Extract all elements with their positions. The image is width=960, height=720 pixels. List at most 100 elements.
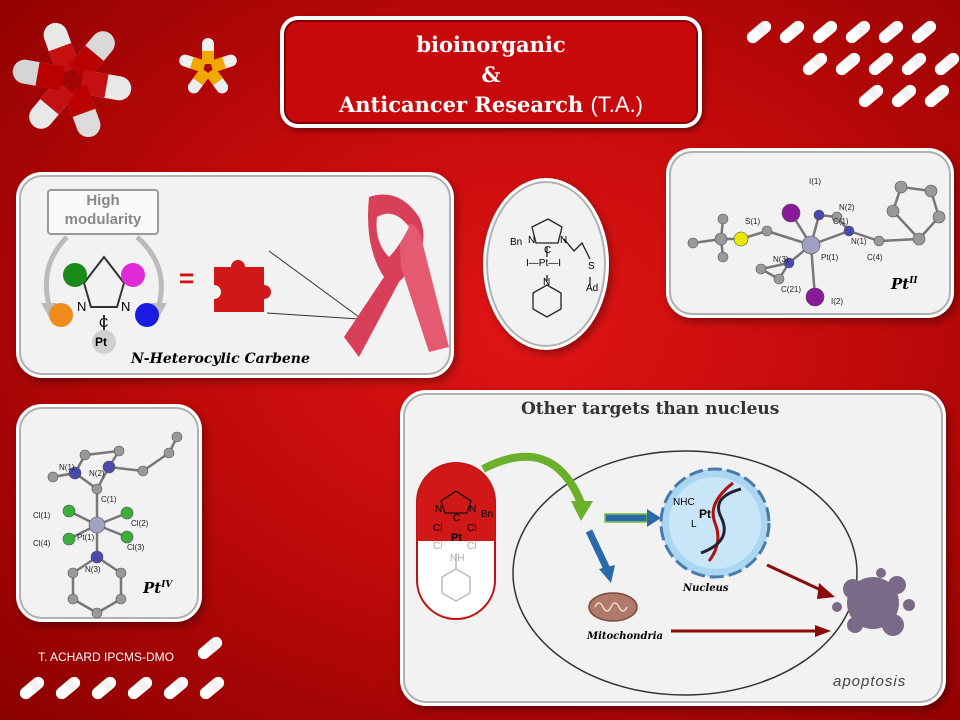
nhc-label: NHC — [673, 497, 695, 508]
atom-sphere — [91, 483, 103, 495]
atom-sphere — [163, 447, 175, 459]
atom-sphere — [88, 516, 106, 534]
atom-label: Cl(3) — [127, 543, 145, 552]
atom-sphere — [813, 209, 825, 221]
badge-line-1: High — [86, 192, 120, 209]
atom-sphere — [113, 445, 125, 457]
pill-rows-bottom-left-icon — [19, 636, 225, 700]
atom-sphere — [801, 235, 821, 255]
zoom-lines-icon — [266, 250, 360, 320]
atom-sphere — [171, 431, 183, 443]
mol-ad: Ad — [586, 283, 599, 294]
yellow-pills-icon — [179, 38, 237, 94]
atom-label: N(2) — [839, 203, 855, 212]
pt2-label-text: Pt — [891, 275, 910, 293]
pt2-superscript: II — [909, 276, 918, 286]
equals-sign: = — [179, 263, 195, 293]
puzzle-piece-icon — [214, 260, 271, 312]
atom-sphere — [47, 471, 59, 483]
pill-icon — [779, 20, 805, 44]
atom-sphere — [886, 204, 900, 218]
pill-icon — [746, 20, 772, 44]
mol-n1: N — [528, 235, 536, 246]
pill-icon — [19, 676, 45, 700]
bond-line — [878, 237, 920, 243]
title-box: bioinorganic & Anticancer Research (T.A.… — [280, 16, 702, 128]
atom-sphere — [805, 287, 825, 307]
nucleus-l-label: L — [691, 519, 697, 530]
pill-icon — [858, 84, 884, 108]
atom-sphere — [912, 232, 926, 246]
atom-sphere — [761, 225, 773, 237]
atom-sphere — [115, 593, 127, 605]
nhc-panel: High modularity N N C Pt = N-Heterocylic… — [16, 172, 454, 378]
atom-label: N(3) — [773, 255, 789, 264]
pill-icon — [127, 676, 153, 700]
atom-sphere — [67, 593, 79, 605]
capsule-nh: NH — [450, 553, 465, 564]
atom-sphere — [79, 449, 91, 461]
pill-icon — [812, 20, 838, 44]
title-line-3: Anticancer Research (T.A.) — [284, 92, 698, 118]
pill-icon — [868, 52, 894, 76]
atom-label: I(1) — [809, 177, 821, 186]
pill-icon — [911, 20, 937, 44]
atom-label: Cl(1) — [33, 511, 51, 520]
atom-sphere — [68, 466, 82, 480]
atom-sphere — [115, 567, 127, 579]
atom-label: N(2) — [89, 469, 105, 478]
footer-credit: T. ACHARD IPCMS-DMO — [38, 650, 175, 664]
pt4-crystal-structure-icon — [47, 431, 183, 619]
atom-sphere — [773, 273, 785, 285]
pill-rows-top-right-icon — [746, 20, 960, 108]
pill-icon — [891, 84, 917, 108]
atom-sphere — [783, 257, 795, 269]
atom-sphere — [894, 180, 908, 194]
pt2-crystal-panel: I(1)S(1)N(2)C(1)N(1)N(3)C(21)Pt(1)C(4)I(… — [666, 148, 954, 318]
molecule-oval-panel: Bn N N C I—Pt—I N S Ad — [483, 178, 609, 350]
imidazolylidene-ring-icon — [49, 255, 159, 354]
targets-panel: Other targets than nucleus — [400, 390, 946, 706]
atom-label: Cl(4) — [33, 539, 51, 548]
title-main: Anticancer Research — [338, 92, 584, 117]
atom-label: N(1) — [59, 463, 75, 472]
mol-pt-row: I—Pt—I — [526, 258, 562, 269]
atom-label: C(21) — [781, 285, 802, 294]
mol-n3: N — [543, 277, 551, 288]
pill-icon — [934, 52, 960, 76]
atom-sphere — [62, 532, 76, 546]
atom-sphere — [755, 263, 767, 275]
atom-sphere — [91, 607, 103, 619]
pt4-superscript: IV — [161, 580, 173, 590]
pill-icon — [55, 676, 81, 700]
atom-sphere — [714, 232, 728, 246]
atom-sphere — [90, 550, 104, 564]
capsule-cl-top-left: Cl — [433, 523, 443, 534]
atom-label: Pt(1) — [77, 533, 95, 542]
pt2-label: PtII — [891, 275, 918, 293]
atom-sphere — [62, 504, 76, 518]
title-suffix: (T.A.) — [590, 92, 644, 117]
bond-line — [892, 210, 920, 240]
atom-sphere — [932, 210, 946, 224]
pill-icon — [163, 676, 189, 700]
nhc-c: C — [99, 315, 109, 330]
capsule-c: C — [453, 513, 461, 524]
pill-icon — [802, 52, 828, 76]
ligand-structure-icon — [531, 218, 591, 318]
atom-label: N(1) — [851, 237, 867, 246]
pt4-label-text: Pt — [143, 579, 162, 597]
pt4-label: PtIV — [143, 579, 172, 597]
nhc-pt: Pt — [95, 335, 107, 349]
pill-icon — [199, 676, 225, 700]
capsule-cl-bot-right: Cl — [467, 541, 477, 552]
mitochondria-label: Mitochondria — [587, 631, 663, 642]
nucleus-label: Nucleus — [683, 583, 729, 594]
atom-label: C(4) — [867, 253, 883, 262]
apoptosis-label: apoptosis — [833, 673, 907, 690]
atom-sphere — [924, 184, 938, 198]
capsule-cl-bot-left: Cl — [433, 541, 443, 552]
atom-sphere — [120, 506, 134, 520]
nucleus-pt-label: Pt — [699, 507, 711, 521]
capsule-pt: Pt — [451, 532, 462, 544]
